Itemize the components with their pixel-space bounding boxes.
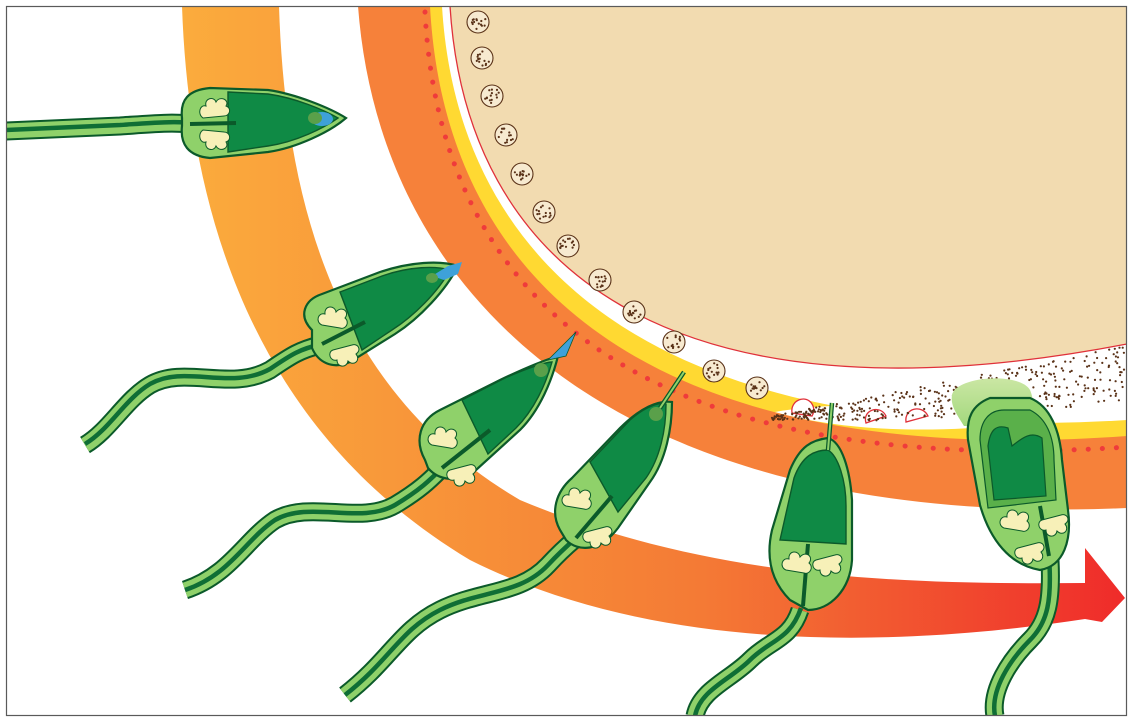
cortical-granule [746, 377, 768, 399]
cortical-granule [623, 301, 645, 323]
sperm-intact [6, 88, 346, 158]
cortical-granule [533, 201, 555, 223]
cortical-granule [703, 360, 725, 382]
cortical-granule [663, 331, 685, 353]
cortical-granule [481, 85, 503, 107]
cortical-granule [495, 124, 517, 146]
cortical-granule [467, 11, 489, 33]
cortical-granule [557, 235, 579, 257]
cortical-granule [471, 47, 493, 69]
cortical-granule [589, 269, 611, 291]
cortical-granule [511, 163, 533, 185]
sperm-fusing [952, 378, 1069, 716]
